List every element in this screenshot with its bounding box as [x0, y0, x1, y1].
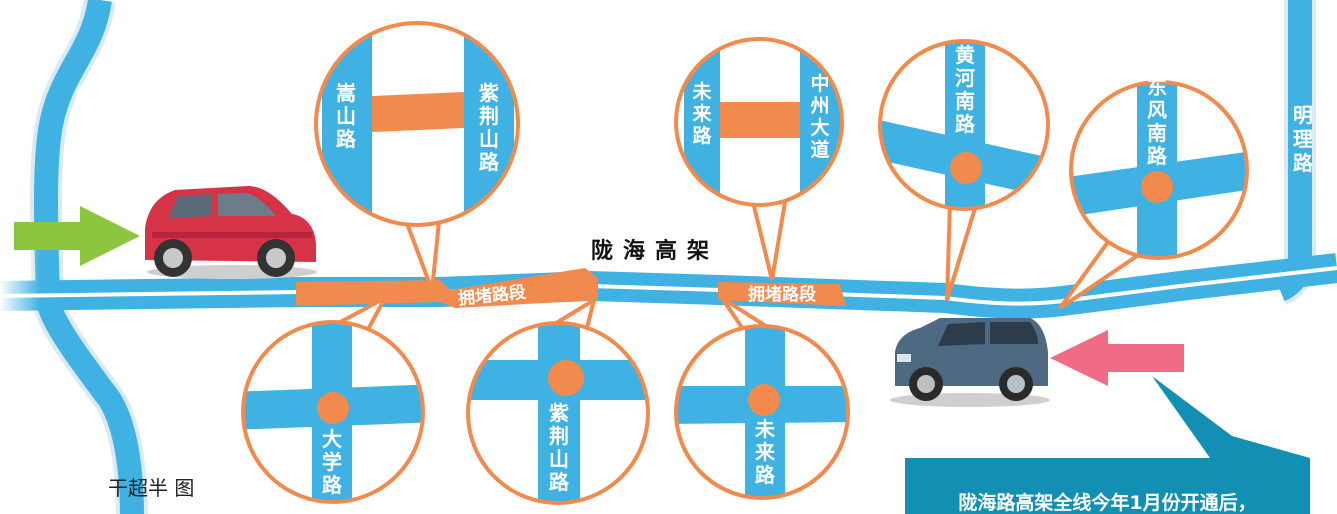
daxue-road-label: 大学路 — [322, 427, 343, 497]
bubble-dongfeng-nanlu — [1069, 80, 1249, 260]
caption-box: 陇海路高架全线今年1月份开通后， — [905, 458, 1310, 514]
bubble-songshan-zijingshan — [314, 21, 520, 227]
pink-arrow-icon — [1050, 330, 1184, 386]
image-credit: 干超半 图 — [108, 476, 195, 500]
blue-suv-icon — [890, 318, 1050, 407]
congestion-label-2: 拥堵路段 — [748, 284, 816, 305]
elevated-road-name: 陇海高架 — [591, 238, 719, 264]
congestion-segments — [296, 268, 846, 308]
weilai-road-label-lower: 未来路 — [754, 417, 776, 487]
svg-text:明理路: 明理路 — [1293, 103, 1314, 175]
bubble-zijingshan-lu — [466, 321, 650, 505]
bubble-huanghe-nanlu — [878, 39, 1050, 211]
dongfeng-nanlu-label: 东风南路 — [1147, 75, 1168, 168]
green-arrow-icon — [14, 206, 140, 266]
songshan-road-label: 嵩山路 — [336, 81, 357, 151]
zijingshan-road-label-upper: 紫荆山路 — [479, 81, 500, 174]
zijingshan-road-label-lower: 紫荆山路 — [549, 401, 570, 494]
huanghe-nanlu-label: 黄河南路 — [955, 43, 976, 136]
weilai-road-label-upper: 未来路 — [691, 80, 712, 147]
mingli-road-label: 明理路 — [1293, 103, 1314, 175]
zhongzhou-avenue-label: 中州大道 — [810, 72, 829, 161]
bubble-weilai-lu — [674, 324, 850, 500]
bubble-daxue-lu — [241, 320, 425, 504]
caption-text: 陇海路高架全线今年1月份开通后， — [958, 492, 1257, 514]
red-car-icon — [145, 186, 317, 279]
